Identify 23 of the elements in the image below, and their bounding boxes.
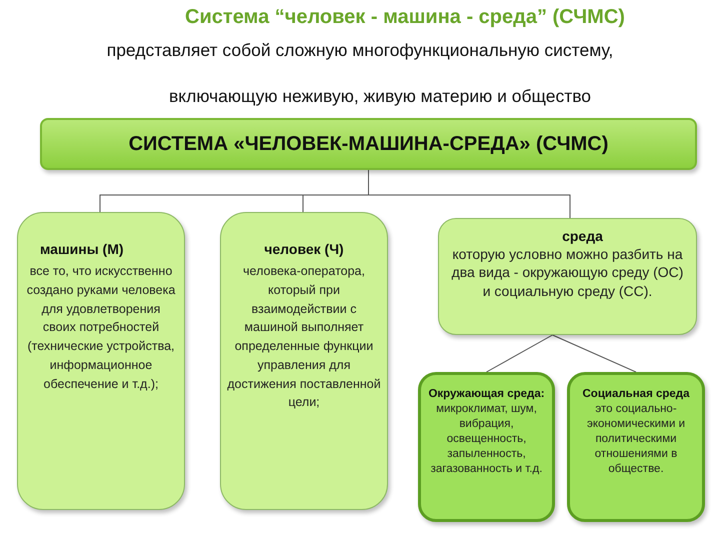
system-header-box bbox=[40, 118, 697, 170]
node-heading: Окружающая среда: bbox=[428, 387, 545, 402]
connector-line bbox=[486, 334, 553, 372]
node-text: человека-оператора, который при взаимодействии с машиной выполняет определенные функции управления для достижения поставленной цели; bbox=[227, 263, 381, 412]
node-heading: СИСТЕМА «ЧЕЛОВЕК-МАШИНА-СРЕДА» (СЧМС) bbox=[128, 132, 608, 157]
subcategory-box bbox=[418, 372, 555, 522]
category-box bbox=[17, 212, 185, 510]
category-box bbox=[220, 212, 388, 510]
connector-line bbox=[368, 170, 570, 218]
subtitle-text: включающую неживую, живую материю и общество bbox=[168, 86, 592, 107]
node-text: микроклимат, шум, вибрация, освещенность, запыленность, загазованность и т.д. bbox=[430, 402, 544, 477]
node-heading: Социальная среда bbox=[582, 387, 690, 402]
node-text: все то, что искусственно создано руками человека для удовлетворения своих потребностей (технические устройства, информационное обеспечение и т.д.); bbox=[26, 263, 176, 393]
node-heading: машины (М) bbox=[40, 240, 124, 259]
node-text: которую условно можно разбить на два вида - окружающую среду (ОС) и социальную среду (СС). bbox=[450, 245, 684, 300]
category-box bbox=[438, 218, 697, 335]
title: Система “человек - машина - среда” (СЧМС) bbox=[184, 6, 626, 29]
connector-line bbox=[552, 334, 636, 372]
node-heading: среда bbox=[562, 227, 603, 246]
subcategory-box bbox=[567, 372, 705, 522]
node-heading: человек (Ч) bbox=[264, 240, 344, 259]
subtitle-text: представляет собой сложную многофункциональную систему, bbox=[106, 40, 614, 61]
node-text: это социально-экономическими и политическими отношениями в обществе. bbox=[586, 402, 686, 477]
